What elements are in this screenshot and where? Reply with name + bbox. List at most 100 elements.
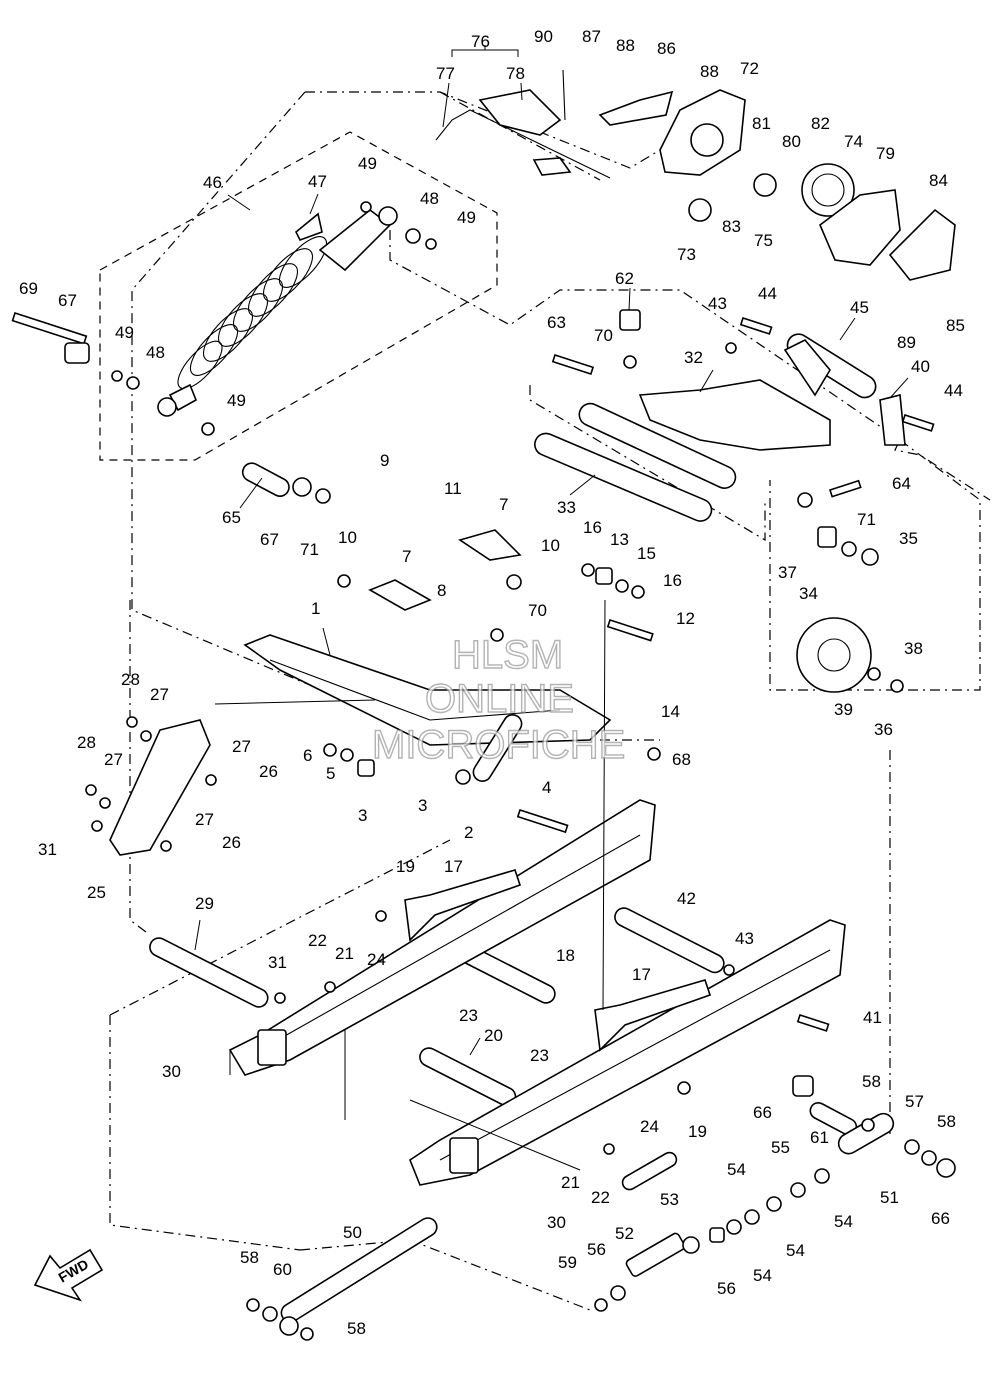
callout-label: 9	[380, 451, 389, 470]
callout-label: 1	[311, 599, 320, 618]
callout-label: 48	[420, 189, 439, 208]
callout-label: 45	[850, 298, 869, 317]
callout-label: 75	[754, 231, 773, 250]
callout-label: 26	[259, 762, 278, 781]
callout-label: 36	[874, 720, 893, 739]
hardware	[11, 201, 956, 1341]
callout-label: 71	[857, 510, 876, 529]
rear-arm-assembly	[534, 333, 906, 693]
callout-label: 90	[534, 27, 553, 46]
callout-label: 49	[358, 154, 377, 173]
callout-label: 43	[708, 294, 727, 313]
callout-label: 63	[547, 313, 566, 332]
assembly-outline-frames	[99, 91, 991, 1311]
callout-label: 2	[464, 823, 473, 842]
callout-label: 4	[542, 778, 551, 797]
callout-label: 55	[771, 1138, 790, 1157]
callout-label: 3	[358, 806, 367, 825]
callout-label: 5	[326, 764, 335, 783]
callout-label: 38	[904, 639, 923, 658]
callout-label: 19	[396, 857, 415, 876]
callout-label: 68	[672, 750, 691, 769]
callout-label: 62	[615, 269, 634, 288]
callout-label: 24	[367, 950, 386, 969]
callout-label: 22	[591, 1188, 610, 1207]
callout-label: 13	[610, 530, 629, 549]
callout-label: 70	[594, 326, 613, 345]
watermark-line-2: ONLINE	[425, 677, 574, 721]
callout-label: 21	[335, 944, 354, 963]
callout-label: 86	[657, 39, 676, 58]
callout-label: 89	[897, 333, 916, 352]
fwd-arrow: FWD	[33, 1248, 104, 1302]
callout-label: 58	[937, 1112, 956, 1131]
callout-label: 71	[300, 540, 319, 559]
callout-label: 30	[162, 1062, 181, 1081]
callout-label: 70	[528, 601, 547, 620]
callout-label: 51	[880, 1188, 899, 1207]
callout-label: 73	[677, 245, 696, 264]
callout-label: 54	[753, 1266, 772, 1285]
watermark-line-1: HLSM	[452, 633, 563, 677]
callout-label: 16	[583, 518, 602, 537]
callout-label: 41	[863, 1008, 882, 1027]
callout-label: 81	[752, 114, 771, 133]
callout-label: 25	[87, 883, 106, 902]
callout-label: 28	[121, 670, 140, 689]
callout-leaders	[194, 45, 909, 1171]
callout-label: 8	[437, 581, 446, 600]
callout-label: 21	[561, 1173, 580, 1192]
callout-label: 19	[688, 1122, 707, 1141]
callout-label: 78	[506, 64, 525, 83]
callout-label: 12	[676, 609, 695, 628]
link-plate	[109, 719, 211, 856]
callout-label: 83	[722, 217, 741, 236]
callout-label: 54	[834, 1212, 853, 1231]
callout-label: 76	[471, 32, 490, 51]
callout-label: 3	[418, 796, 427, 815]
callout-label: 14	[661, 702, 680, 721]
watermark: HLSM ONLINE MICROFICHE	[371, 632, 626, 767]
callout-label: 80	[782, 132, 801, 151]
callout-label: 18	[556, 946, 575, 965]
callout-label: 67	[260, 530, 279, 549]
callout-label: 44	[944, 381, 963, 400]
callout-label: 65	[222, 508, 241, 527]
callout-label: 61	[810, 1128, 829, 1147]
callout-label: 74	[844, 132, 863, 151]
slide-rails	[228, 799, 846, 1186]
callout-label: 10	[541, 536, 560, 555]
callout-label: 58	[862, 1072, 881, 1091]
callout-label: 17	[632, 965, 651, 984]
callout-label: 24	[640, 1117, 659, 1136]
callout-label: 29	[195, 894, 214, 913]
callout-label: 42	[677, 889, 696, 908]
callout-label: 7	[499, 495, 508, 514]
callout-label: 84	[929, 171, 948, 190]
callout-label: 20	[484, 1026, 503, 1045]
callout-label: 30	[547, 1213, 566, 1232]
callout-label: 34	[799, 584, 818, 603]
callout-label: 64	[892, 474, 911, 493]
shock-absorber	[157, 206, 398, 417]
callout-label: 27	[232, 737, 251, 756]
callout-label: 26	[222, 833, 241, 852]
callout-label: 16	[663, 571, 682, 590]
callout-label: 40	[911, 357, 930, 376]
callout-label: 56	[587, 1240, 606, 1259]
callout-label: 49	[457, 208, 476, 227]
slider-blocks	[404, 869, 712, 1052]
callout-label: 79	[876, 144, 895, 163]
callout-label: 22	[308, 931, 327, 950]
callout-label: 44	[758, 284, 777, 303]
callout-label: 10	[338, 528, 357, 547]
chaincase-gears	[598, 89, 956, 281]
callout-label: 56	[717, 1279, 736, 1298]
callout-label: 85	[946, 316, 965, 335]
callout-label: 6	[303, 746, 312, 765]
callout-label: 77	[436, 64, 455, 83]
callout-label: 87	[582, 27, 601, 46]
callout-label: 31	[268, 953, 287, 972]
callout-label: 43	[735, 929, 754, 948]
